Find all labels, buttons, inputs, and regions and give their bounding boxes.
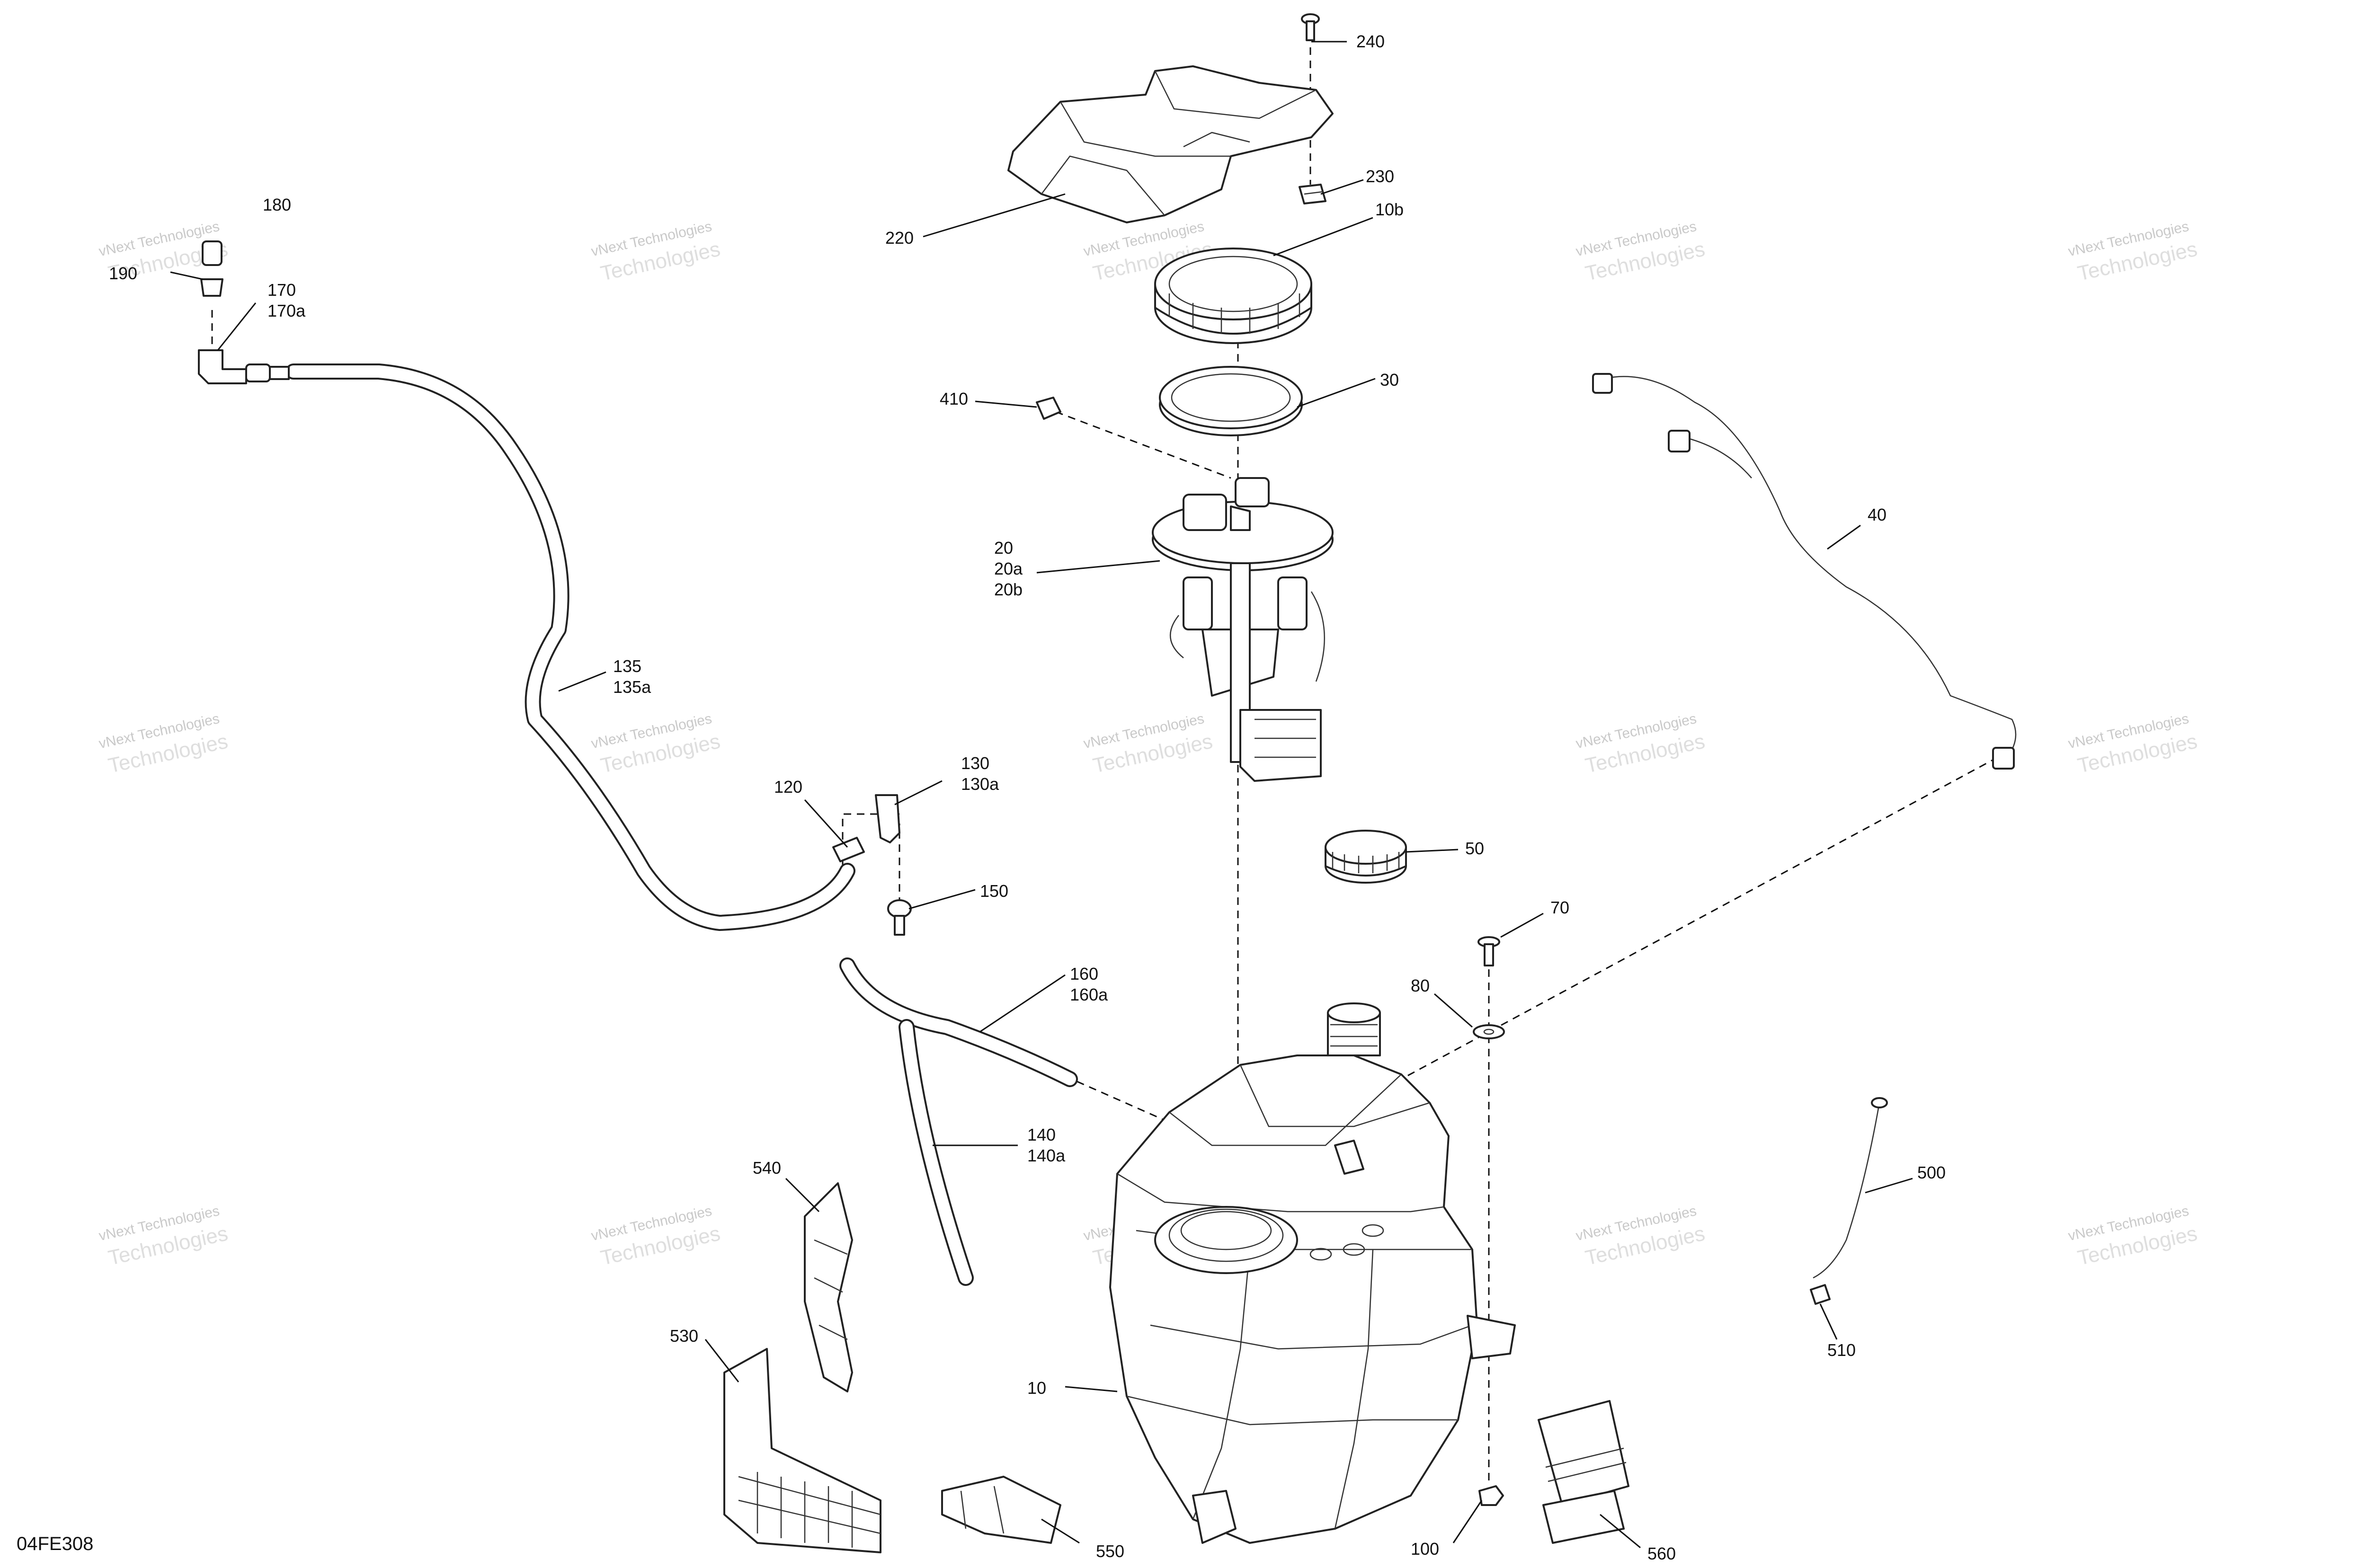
part-50-cap (1325, 830, 1407, 884)
callout-10b: 10b (1375, 200, 1404, 219)
callout-410: 410 (940, 389, 968, 408)
part-240-screw (1301, 13, 1320, 41)
part-10-fuel-tank (1109, 1002, 1516, 1544)
callout-130: 130 130a (961, 753, 999, 794)
part-160-hose (839, 957, 1078, 1087)
callout-530: 530 (670, 1326, 698, 1346)
part-560-heat-shield (1538, 1400, 1629, 1544)
part-100-nut (1478, 1485, 1504, 1506)
part-40-wire-harness (1592, 373, 2017, 770)
callout-230: 230 (1366, 167, 1394, 186)
part-80-washer (1473, 1024, 1505, 1039)
callout-150: 150 (980, 881, 1008, 901)
callout-550: 550 (1096, 1541, 1124, 1561)
callout-190: 190 (109, 264, 137, 283)
callout-30: 30 (1380, 370, 1399, 390)
part-230-clip-nut (1299, 184, 1326, 204)
part-140-hose (899, 1019, 974, 1286)
part-170-elbow-fitting (198, 349, 290, 384)
part-20-fuel-pump-module (1152, 477, 1334, 782)
part-500-sensor-cable (1813, 1097, 1888, 1279)
callout-20: 20 20a 20b (994, 538, 1027, 599)
callout-540: 540 (753, 1158, 781, 1178)
part-550-heat-shield (941, 1476, 1061, 1544)
part-540-heat-shield (804, 1182, 853, 1392)
part-130-elbow (875, 794, 900, 843)
callout-560: 560 (1647, 1544, 1676, 1563)
part-150-valve (887, 899, 912, 936)
part-410-clip (1036, 397, 1061, 420)
callout-500: 500 (1917, 1163, 1946, 1182)
part-70-bolt (1477, 936, 1500, 966)
callout-135: 135 135a (613, 656, 651, 697)
callout-40: 40 (1868, 505, 1886, 524)
part-190-clamp (200, 278, 223, 297)
leader-lines (170, 41, 1913, 1549)
part-510-grommet (1810, 1284, 1831, 1305)
callout-100: 100 (1411, 1539, 1439, 1559)
part-530-heat-shield (723, 1348, 881, 1553)
callout-80: 80 (1411, 976, 1430, 995)
part-135-vent-hose (285, 363, 855, 931)
callout-170: 170 170a (267, 280, 306, 320)
callout-120: 120 (774, 777, 802, 797)
callout-10: 10 (1027, 1378, 1046, 1398)
part-120-fitting (832, 837, 865, 862)
callout-labels: 240 230 220 10b 30 410 20 20a 20b 180 19… (109, 32, 1946, 1563)
part-10b-lock-ring (1154, 248, 1312, 344)
diagram-code: 04FE308 (17, 1533, 93, 1554)
part-220-cover-plate (1007, 65, 1334, 223)
callout-510: 510 (1827, 1340, 1856, 1360)
callout-70: 70 (1550, 898, 1569, 917)
part-30-gasket (1159, 366, 1303, 436)
callout-140: 140 140a (1027, 1125, 1066, 1165)
callout-180: 180 (263, 195, 291, 214)
callout-160: 160 160a (1070, 964, 1108, 1004)
callout-240: 240 (1356, 32, 1385, 51)
part-180-connector (202, 240, 222, 266)
callout-220: 220 (885, 228, 914, 248)
callout-50: 50 (1465, 839, 1484, 858)
